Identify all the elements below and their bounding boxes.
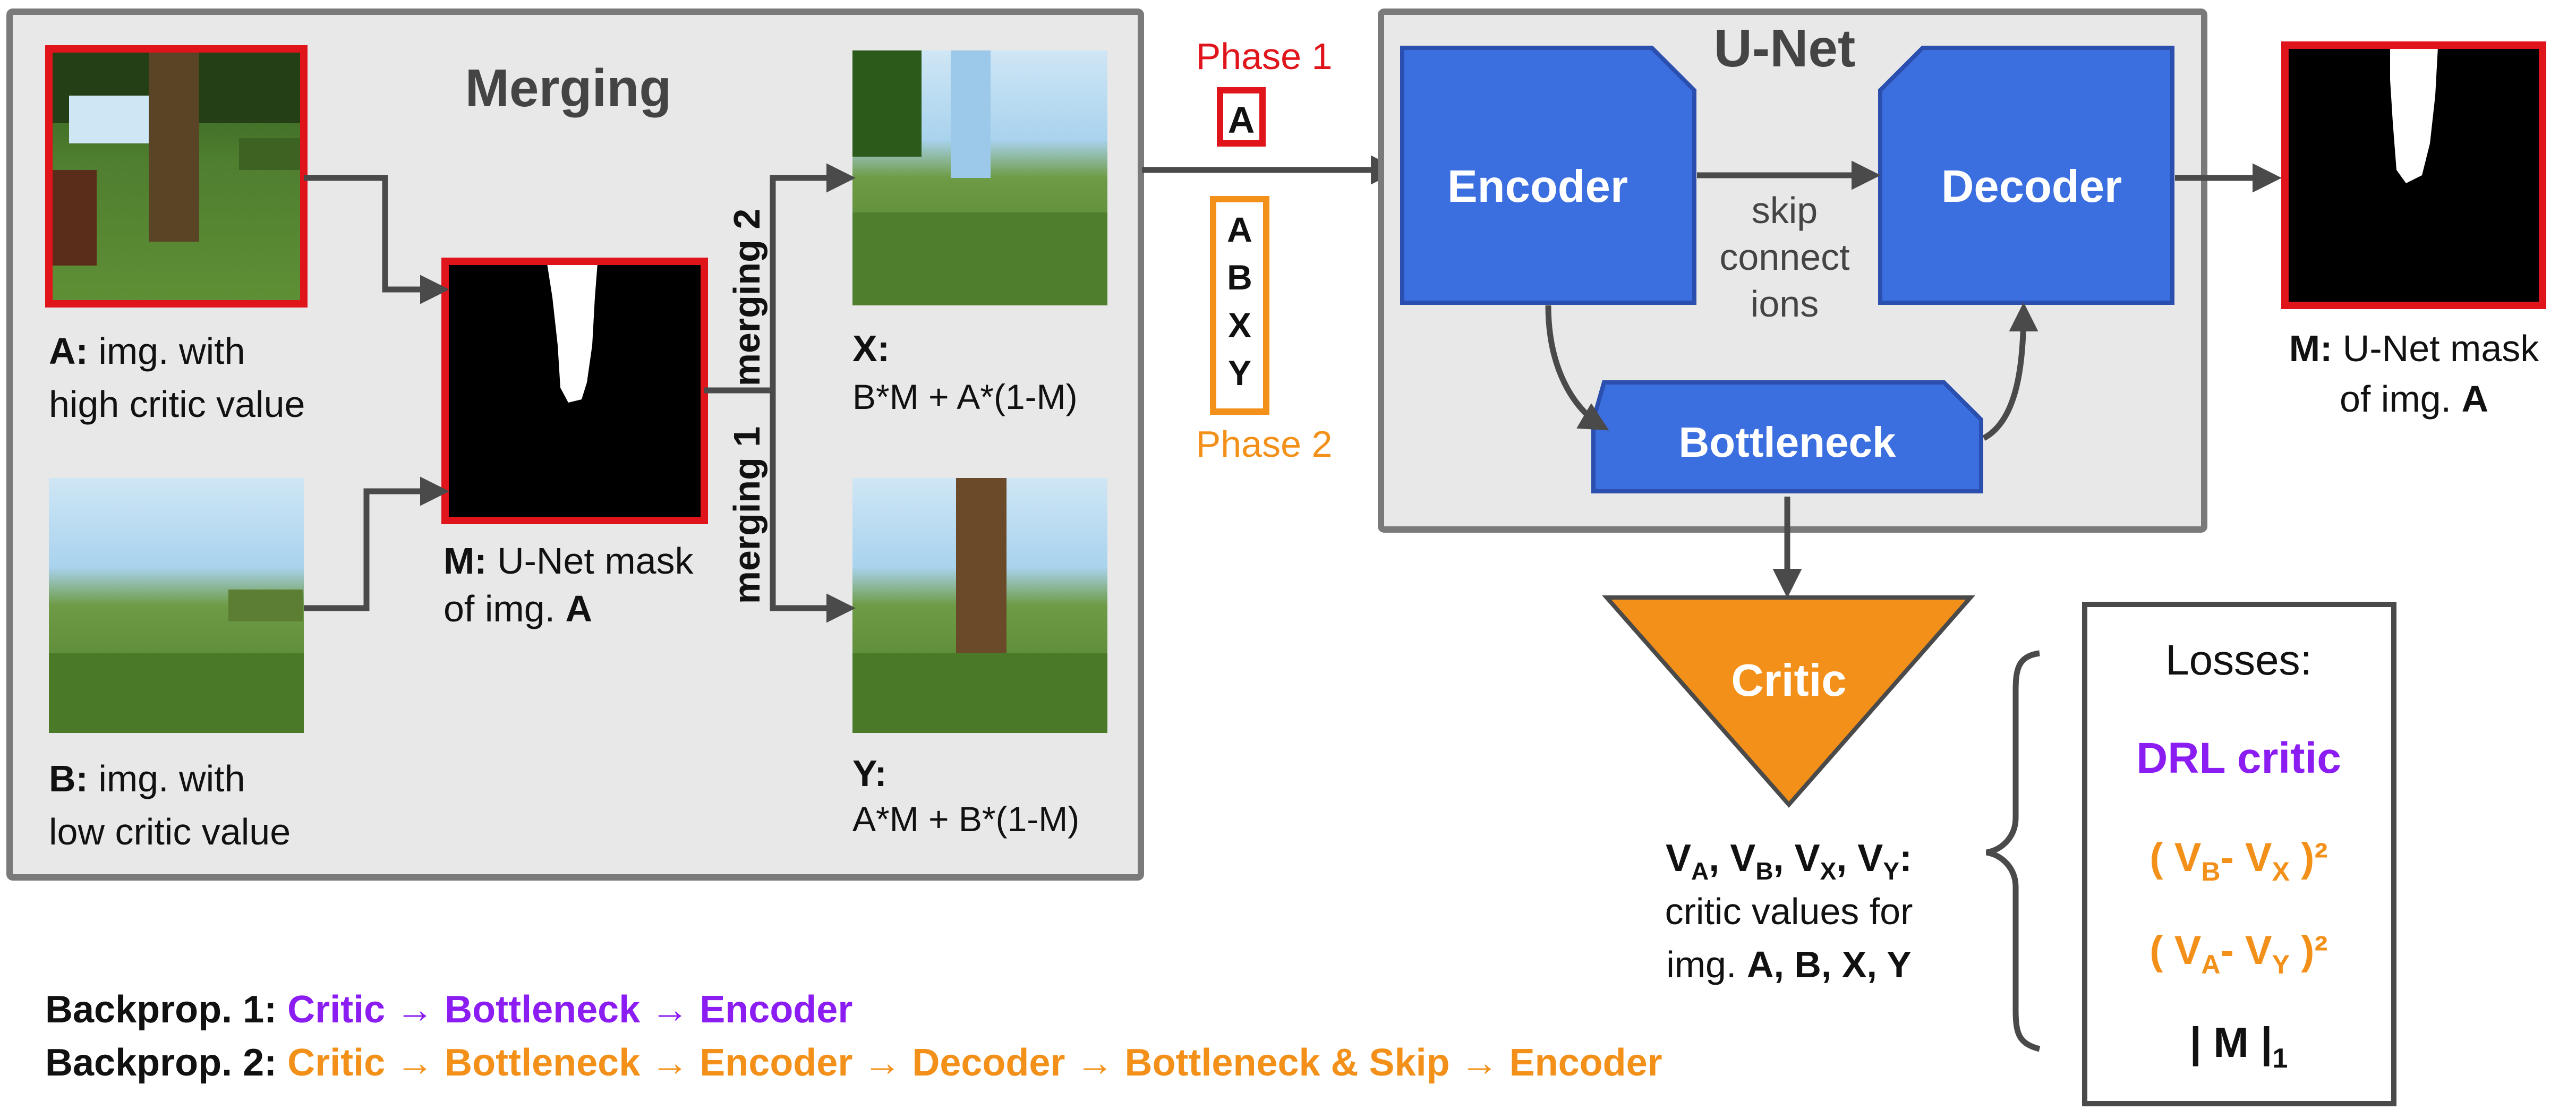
mask-m-caption-line2: of img. A [443,588,592,629]
loss-mask-l1: | M |1 [2190,1019,2288,1074]
arrow-encoder-to-bottleneck [1545,305,1609,431]
mask-m-caption-line1: M: U-Net mask [443,540,694,582]
skip-label-line3: ions [1751,283,1819,325]
image-b-caption-line2: low critic value [49,811,291,852]
critic-block [1602,595,1975,808]
output-mask-caption-line2: of img. A [2340,378,2488,420]
bottleneck-label: Bottleneck [1679,419,1896,466]
losses-box [2082,602,2396,1106]
label-merging-2: merging 2 [726,209,767,387]
critic-values-line1: VA, VB, VX, VY: [1666,837,1912,885]
losses-brace [1985,650,2041,1052]
mask-m-output [2281,41,2546,309]
label-merging-1: merging 1 [726,426,767,604]
arrow-merging1 [770,390,856,623]
phase1-box [1217,87,1266,147]
phase2-item-y: Y [1228,353,1251,392]
backprop-line2: Backprop. 2: Critic → Bottleneck → Encod… [45,1042,1662,1084]
critic-label: Critic [1731,655,1846,706]
image-y-tag: Y: [852,753,887,794]
critic-values-line3: img. A, B, X, Y [1666,944,1912,985]
encoder-block [1400,46,1696,305]
image-a [45,45,308,308]
phase2-box [1210,196,1269,415]
image-x-formula: B*M + A*(1-M) [852,377,1078,416]
decoder-label: Decoder [1941,161,2122,212]
losses-title: Losses: [2165,636,2312,684]
phase1-label: Phase 1 [1196,36,1333,77]
image-a-caption-line2: high critic value [49,383,305,425]
image-a-caption-line1: A: img. with [49,330,245,372]
arrow-b-to-mask [304,476,449,611]
mask-m-small [441,258,708,524]
phase1-item-a: A [1228,99,1255,141]
loss-va-vy: ( VA- VY )² [2149,928,2327,979]
unet-title: U-Net [1714,19,1856,78]
image-b [49,478,304,733]
phase2-item-x: X [1228,305,1251,345]
image-x [852,50,1107,305]
encoder-label: Encoder [1447,161,1628,212]
critic-values-line2: critic values for [1665,891,1913,932]
skip-label-line1: skip [1752,190,1818,231]
phase2-item-a: A [1227,210,1252,249]
output-mask-caption-line1: M: U-Net mask [2289,328,2540,369]
arrow-a-to-mask [304,175,449,304]
image-b-caption-line1: B: img. with [49,758,245,799]
phase2-label: Phase 2 [1196,423,1333,465]
image-y [852,478,1107,733]
backprop-line1: Backprop. 1: Critic → Bottleneck → Encod… [45,988,852,1031]
phase2-item-b: B [1227,258,1252,297]
skip-label-line2: connect [1719,236,1849,278]
merging-title: Merging [465,58,672,118]
loss-drl-critic: DRL critic [2136,734,2341,782]
loss-vb-vx: ( VB- VX )² [2149,835,2327,886]
image-y-formula: A*M + B*(1-M) [852,799,1079,839]
arrow-merging2 [770,163,856,390]
image-x-tag: X: [852,328,890,369]
arrow-bottleneck-to-decoder [1982,302,2038,441]
